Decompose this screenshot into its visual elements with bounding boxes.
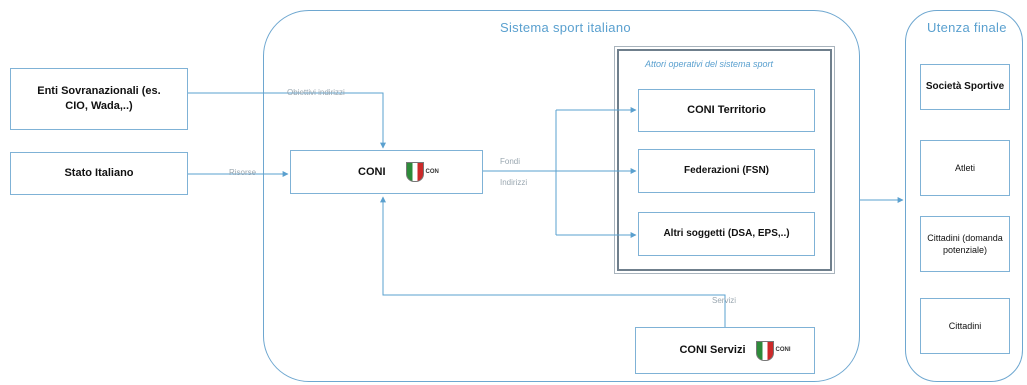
coni-servizi-logo: CONI bbox=[755, 340, 791, 361]
coni-territorio-label: CONI Territorio bbox=[687, 104, 766, 117]
edge-label-risorse: Risorse bbox=[229, 168, 257, 177]
enti-sovranazionali-box: Enti Sovranazionali (es. CIO, Wada,..) bbox=[10, 68, 188, 130]
altri-soggetti-label: Altri soggetti (DSA, EPS,..) bbox=[663, 228, 790, 240]
atleti-box: Atleti bbox=[920, 140, 1010, 196]
cittadini-box: Cittadini bbox=[920, 298, 1010, 354]
sistema-sport-container bbox=[263, 10, 860, 382]
coni-shield-icon bbox=[405, 162, 424, 182]
societa-sportive-box: Società Sportive bbox=[920, 64, 1010, 110]
utenza-finale-container bbox=[905, 10, 1023, 382]
coni-label: CONI bbox=[358, 165, 386, 178]
coni-servizi-box: CONI Servizi CONI bbox=[635, 327, 815, 374]
altri-soggetti-box: Altri soggetti (DSA, EPS,..) bbox=[638, 212, 815, 256]
coni-logo-text: CON bbox=[425, 168, 439, 175]
edge-label-indirizzi: Obiettivi indirizzi bbox=[287, 88, 345, 97]
edge-label-servizi: Servizi bbox=[712, 296, 737, 305]
cittadini-domanda-box: Cittadini (domanda potenziale) bbox=[920, 216, 1010, 272]
societa-sportive-label: Società Sportive bbox=[925, 81, 1005, 93]
atleti-label: Atleti bbox=[954, 162, 975, 173]
coni-servizi-label: CONI Servizi bbox=[679, 344, 746, 357]
edge-label-fondi: Fondi bbox=[500, 157, 521, 166]
enti-sovranazionali-label: Enti Sovranazionali (es. CIO, Wada,..) bbox=[37, 85, 161, 112]
edge-label-indirizzi2: Indirizzi bbox=[500, 178, 528, 187]
federazioni-box: Federazioni (FSN) bbox=[638, 149, 815, 193]
coni-territorio-box: CONI Territorio bbox=[638, 89, 815, 132]
attori-operativi-title: Attori operativi del sistema sport bbox=[645, 59, 774, 69]
cittadini-domanda-label: Cittadini (domanda potenziale) bbox=[927, 232, 1003, 255]
attori-operativi-panel bbox=[614, 46, 835, 274]
utenza-finale-title: Utenza finale bbox=[927, 20, 1007, 35]
arrow-servizi-coni bbox=[380, 196, 726, 327]
sistema-sport-title: Sistema sport italiano bbox=[500, 20, 631, 35]
coni-box: CONI CON bbox=[290, 150, 483, 194]
coni-logo: CON bbox=[405, 162, 439, 182]
federazioni-label: Federazioni (FSN) bbox=[683, 165, 769, 177]
coni-servizi-logo-text: CONI bbox=[775, 347, 791, 354]
arrow-enti-coni bbox=[188, 92, 386, 149]
stato-italiano-label: Stato Italiano bbox=[64, 167, 134, 180]
cittadini-label: Cittadini bbox=[948, 320, 982, 331]
coni-servizi-shield-icon bbox=[755, 340, 774, 361]
stato-italiano-box: Stato Italiano bbox=[10, 152, 188, 195]
